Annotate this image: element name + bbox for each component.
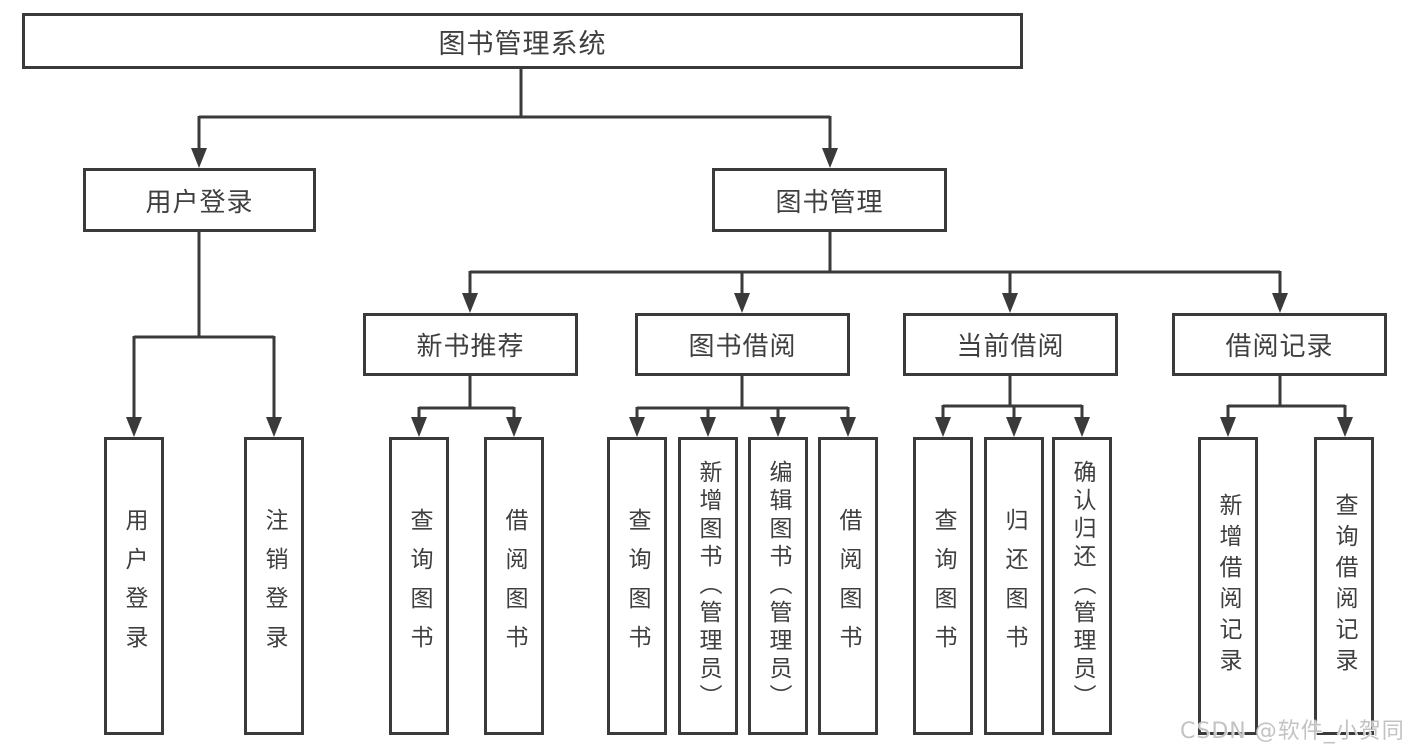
leaf-logout-label: 注销登录 [261, 508, 287, 664]
leaf-query-books-recommend-label: 查询图书 [406, 508, 432, 664]
leaf-query-borrow-record-label: 查询借阅记录 [1331, 493, 1357, 679]
node-borrowing-records: 借阅记录 [1172, 313, 1387, 376]
leaf-query-books-current-label: 查询图书 [930, 508, 956, 664]
leaf-borrow-books-recommend-label: 借阅图书 [501, 508, 527, 664]
leaf-borrow-books-borrowing-label: 借阅图书 [835, 508, 861, 664]
leaf-add-borrow-record: 新增借阅记录 [1198, 437, 1258, 735]
leaf-confirm-return-admin: 确认归还（管理员） [1052, 437, 1112, 735]
node-new-book-recommend: 新书推荐 [363, 313, 578, 376]
leaf-query-books-borrowing: 查询图书 [607, 437, 667, 735]
leaf-return-books: 归还图书 [984, 437, 1044, 735]
leaf-logout: 注销登录 [244, 437, 304, 735]
node-book-borrowing: 图书借阅 [635, 313, 850, 376]
leaf-edit-books-admin: 编辑图书（管理员） [748, 437, 808, 735]
csdn-watermark: CSDN @软件_小贺同学 [1180, 719, 1405, 744]
leaf-add-books-admin-label: 新增图书（管理员） [695, 460, 721, 712]
leaf-query-books-borrowing-label: 查询图书 [624, 508, 650, 664]
node-book-management-branch: 图书管理 [712, 168, 947, 232]
leaf-borrow-books-recommend: 借阅图书 [484, 437, 544, 735]
node-root-system: 图书管理系统 [22, 13, 1023, 69]
leaf-query-borrow-record: 查询借阅记录 [1314, 437, 1374, 735]
leaf-query-books-recommend: 查询图书 [389, 437, 449, 735]
leaf-edit-books-admin-label: 编辑图书（管理员） [765, 460, 791, 712]
leaf-confirm-return-admin-label: 确认归还（管理员） [1069, 460, 1095, 712]
node-user-login-branch: 用户登录 [83, 168, 316, 232]
node-current-borrowing: 当前借阅 [903, 313, 1118, 376]
leaf-user-login: 用户登录 [104, 437, 164, 735]
leaf-add-borrow-record-label: 新增借阅记录 [1215, 493, 1241, 679]
leaf-borrow-books-borrowing: 借阅图书 [818, 437, 878, 735]
leaf-query-books-current: 查询图书 [913, 437, 973, 735]
leaf-user-login-label: 用户登录 [121, 508, 147, 664]
leaf-return-books-label: 归还图书 [1001, 508, 1027, 664]
leaf-add-books-admin: 新增图书（管理员） [678, 437, 738, 735]
